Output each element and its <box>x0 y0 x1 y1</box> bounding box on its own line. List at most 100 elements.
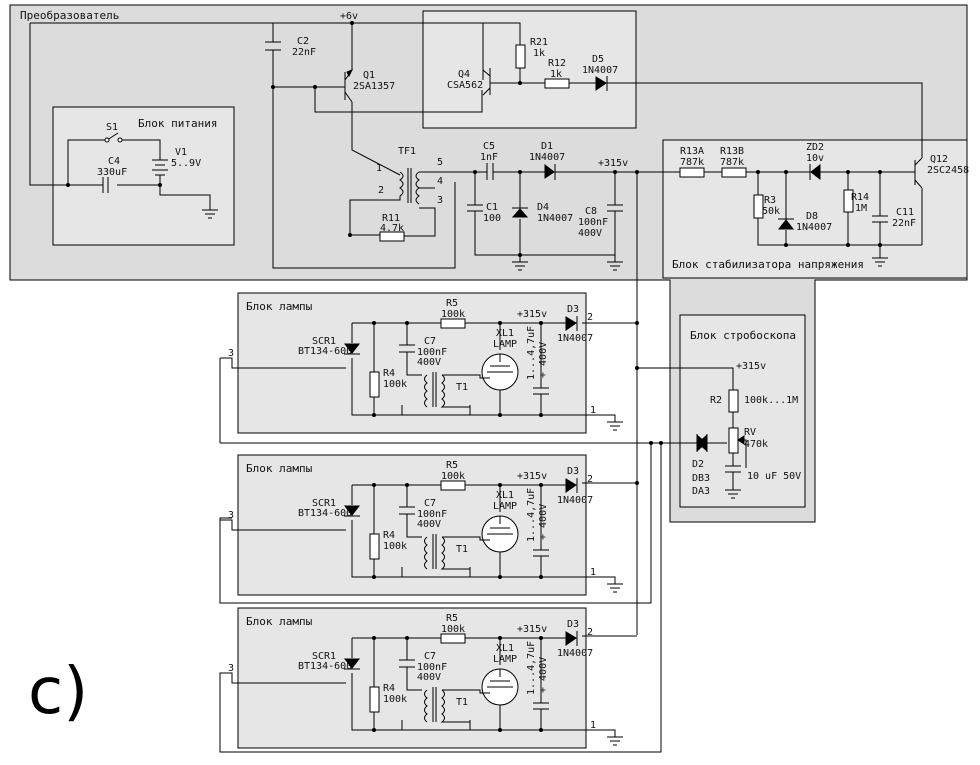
lamp-315v-label: +315v <box>517 471 547 482</box>
lamp-r4-value: 100k <box>383 379 407 390</box>
lamp-r5-name: R5 <box>446 460 458 471</box>
lamp-circuit-3: Блок лампы +315v R5 100k D3 1N4007 SCR1 … <box>220 613 623 746</box>
lamp-scr1-value: BT134-600 <box>298 346 352 357</box>
lamp-t1-name: T1 <box>456 544 468 555</box>
r21-value: 1k <box>533 48 545 59</box>
strobe-315v: +315v <box>736 361 766 372</box>
d1-name: D1 <box>541 141 553 152</box>
lamp-r4-value: 100k <box>383 694 407 705</box>
r11-name: R11 <box>382 213 400 224</box>
lamp-315v-label: +315v <box>517 309 547 320</box>
tf1-pin-5: 5 <box>437 157 443 168</box>
tf1-pin-3: 3 <box>437 195 443 206</box>
v1-name: V1 <box>175 147 187 158</box>
r14-name: R14 <box>851 192 869 203</box>
lamp-xl1-name: XL1 <box>496 490 514 501</box>
d4-value: 1N4007 <box>537 213 573 224</box>
lamp-pin-2: 2 <box>587 474 593 485</box>
lamp-t1-name: T1 <box>456 697 468 708</box>
lamp-d3-name: D3 <box>567 619 579 630</box>
d5-value: 1N4007 <box>582 65 618 76</box>
r21-name: R21 <box>530 37 548 48</box>
strobe-block-title: Блок стробоскопа <box>690 329 796 342</box>
c2-value: 22nF <box>292 47 316 58</box>
rail-6v-label: +6v <box>340 11 358 22</box>
r11-value: 4.7k <box>380 223 404 234</box>
lamp-c7-value: 100nF <box>417 509 447 520</box>
r2-name: R2 <box>710 395 722 406</box>
c4-name: C4 <box>108 156 120 167</box>
r3-name: R3 <box>764 195 776 206</box>
q1-name: Q1 <box>363 70 375 81</box>
c4-value: 330uF <box>97 167 127 178</box>
c8-voltage: 400V <box>578 228 602 239</box>
lamp-scr1-value: BT134-600 <box>298 508 352 519</box>
r13b-value: 787k <box>720 157 744 168</box>
lamp-c7-value: 100nF <box>417 347 447 358</box>
lamp-r5-name: R5 <box>446 298 458 309</box>
d8-name: D8 <box>806 211 818 222</box>
q1-value: 2SA1357 <box>353 81 395 92</box>
lamp-block-title: Блок лампы <box>246 462 313 475</box>
rv-value: 470k <box>744 439 768 450</box>
lamp-r5-value: 100k <box>441 471 465 482</box>
lamp-pin-3: 3 <box>228 348 234 359</box>
lamp-c7-voltage: 400V <box>417 519 441 530</box>
lamp-c7-name: C7 <box>424 498 436 509</box>
c5-value: 1nF <box>480 152 498 163</box>
lamp-pin-2: 2 <box>587 627 593 638</box>
lamp-cstorage-voltage: + 400V <box>538 657 549 693</box>
r13b-name: R13B <box>720 146 744 157</box>
converter-block-title: Преобразователь <box>20 9 119 22</box>
c8-name: C8 <box>585 206 597 217</box>
d1-value: 1N4007 <box>529 152 565 163</box>
q12-value: 2SC2458 <box>927 165 969 176</box>
lamp-circuit-1: Блок лампы +315v R5 100k D3 1N4007 SCR1 … <box>219 298 623 443</box>
stabilizer-block-title: Блок стабилизатора напряжения <box>672 258 864 271</box>
lamp-d3-name: D3 <box>567 304 579 315</box>
d2-alt2: DA3 <box>692 486 710 497</box>
r13a-value: 787k <box>680 157 704 168</box>
d4-name: D4 <box>537 202 549 213</box>
lamp-scr1-name: SCR1 <box>312 498 336 509</box>
lamp-pin-3: 3 <box>228 663 234 674</box>
lamp-d3-value: 1N4007 <box>557 333 593 344</box>
s1-name: S1 <box>106 122 118 133</box>
q12-name: Q12 <box>930 154 948 165</box>
lamp-315v-label: +315v <box>517 624 547 635</box>
lamp-c7-name: C7 <box>424 651 436 662</box>
d2-alt1: DB3 <box>692 473 710 484</box>
figure-label: c) <box>28 655 88 729</box>
lamp-block-2 <box>237 454 587 596</box>
lamp-c7-name: C7 <box>424 336 436 347</box>
lamp-r5-value: 100k <box>441 624 465 635</box>
lamp-d3-value: 1N4007 <box>557 648 593 659</box>
lamp-r4-name: R4 <box>383 683 395 694</box>
lamp-scr1-name: SCR1 <box>312 336 336 347</box>
tf1-name: TF1 <box>398 146 416 157</box>
lamp-xl1-name: XL1 <box>496 328 514 339</box>
lamp-scr1-name: SCR1 <box>312 651 336 662</box>
lamp-cstorage-value: 1...4,7uF <box>526 488 537 542</box>
r14-value: 1M <box>855 203 867 214</box>
rv-name: RV <box>744 427 756 438</box>
q4-name: Q4 <box>458 69 470 80</box>
lamp-pin-1: 1 <box>590 567 596 578</box>
r3-value: 50k <box>762 206 780 217</box>
lamp-xl1-name: XL1 <box>496 643 514 654</box>
q4-subblock <box>422 10 637 129</box>
c11-name: C11 <box>896 207 914 218</box>
r13a-name: R13A <box>680 146 704 157</box>
v1-value: 5..9V <box>171 158 201 169</box>
lamp-d3-value: 1N4007 <box>557 495 593 506</box>
c5-name: C5 <box>483 141 495 152</box>
lamp-block-1 <box>237 292 587 434</box>
r12-name: R12 <box>548 58 566 69</box>
lamp-cstorage-value: 1...4,7uF <box>526 641 537 695</box>
lamp-r4-value: 100k <box>383 541 407 552</box>
lamp-r4-name: R4 <box>383 530 395 541</box>
lamp-cstorage-value: 1...4,7uF <box>526 326 537 380</box>
lamp-xl1-value: LAMP <box>493 339 517 350</box>
